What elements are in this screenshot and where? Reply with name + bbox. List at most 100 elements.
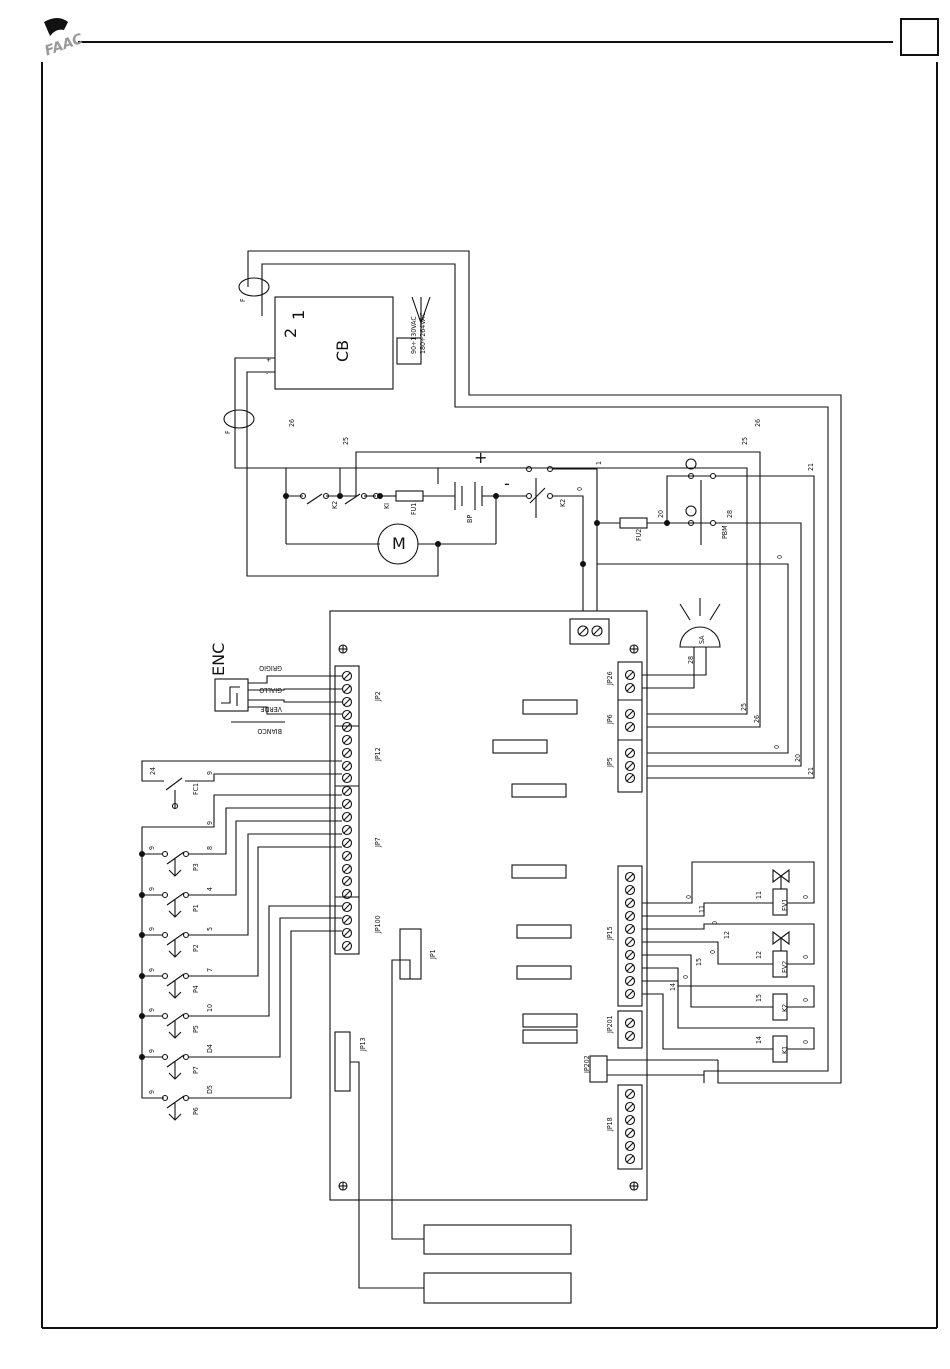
pb-common-number: 9: [148, 1049, 156, 1053]
right-screw-slot: [626, 951, 634, 959]
left-screw-slot: [343, 890, 351, 898]
pb-label: P3: [192, 863, 200, 871]
left-screw-slot: [343, 903, 351, 911]
wire-21-b: 21: [807, 767, 815, 775]
junction-dot: [139, 892, 145, 898]
encoder-enc: ENC GRIGIO GIALLO VERDE BIANCO: [209, 643, 342, 735]
fuse-f-bottom: [223, 409, 255, 429]
left-screw: [341, 901, 353, 913]
enc-label: ENC: [209, 643, 228, 676]
pb-wire-out: [188, 905, 342, 1017]
left-screw-slot: [343, 813, 351, 821]
wire-0-ev1: 0: [685, 895, 693, 899]
faac-logo: FAAC: [43, 18, 86, 60]
left-screw: [341, 696, 353, 708]
right-screw-slot: [626, 1129, 634, 1137]
pb-wire-out: [188, 833, 342, 936]
wire-28: 28: [726, 510, 734, 518]
right-screw: [624, 682, 636, 694]
right-screw-slot: [626, 684, 634, 692]
junction-dot: [139, 973, 145, 979]
right-screw: [624, 1140, 636, 1152]
right-screw-slot: [626, 749, 634, 757]
wire-verde: VERDE: [260, 705, 282, 713]
jp5-label: JP5: [606, 757, 614, 768]
battery-bp: [437, 468, 483, 510]
pb-common-number: 9: [148, 1008, 156, 1012]
pb-wire-number: 5: [206, 927, 214, 931]
pb-wire-number: 8: [206, 846, 214, 850]
pb-contact: [182, 1053, 190, 1061]
jp7-label: JP7: [374, 837, 382, 848]
motor-icon: [377, 523, 419, 565]
right-screw: [624, 897, 636, 909]
pb-contact: [182, 972, 190, 980]
f-label-top: F: [239, 298, 247, 302]
pb-actuator-icon: [168, 869, 182, 877]
right-screw: [624, 1017, 636, 1029]
wire-14: 14: [669, 983, 677, 991]
left-screw: [341, 670, 353, 682]
battery-minus: -: [504, 474, 510, 493]
outer-wires: [234, 250, 842, 1084]
pb-contact: [161, 1094, 169, 1102]
wire-25-c: 25: [740, 703, 748, 711]
bp-label: BP: [466, 515, 474, 523]
pb-wire-out: [188, 930, 342, 1099]
right-screw-slot: [626, 1116, 634, 1124]
wire-9: 9: [206, 821, 214, 825]
wire-26-a: 26: [288, 419, 296, 427]
pb-label: P6: [192, 1107, 200, 1115]
jp13-label: JP13: [359, 1037, 367, 1052]
k2-out-label: K2: [781, 1004, 789, 1012]
sa-label: SA: [698, 635, 706, 644]
left-screw: [341, 850, 353, 862]
pb-common-number: 9: [148, 927, 156, 931]
left-screw-slot: [343, 942, 351, 950]
wire-25-a: 25: [342, 437, 350, 445]
fc1-label: FC1: [192, 783, 200, 795]
pb-common-number: 9: [148, 1090, 156, 1094]
jp202-connector: [589, 1055, 608, 1083]
left-screw-slot: [343, 800, 351, 808]
fu1-label: FU1: [410, 503, 418, 515]
jp2-label: JP2: [374, 691, 382, 702]
right-screw: [624, 962, 636, 974]
voltage-2: 180÷264VAC: [419, 312, 427, 354]
left-screw: [341, 811, 353, 823]
right-screw-slot: [626, 671, 634, 679]
left-screw-slot: [343, 672, 351, 680]
ev2-label: EV2: [781, 961, 789, 973]
left-screw: [341, 785, 353, 797]
left-screw: [341, 734, 353, 746]
pb-contact: [182, 931, 190, 939]
pb-contact: [161, 931, 169, 939]
cb-name: CB: [333, 340, 352, 362]
fuse-f-top: [238, 277, 270, 297]
terminal-2-label: 2: [281, 328, 300, 338]
ev1-label: EV1: [781, 899, 789, 911]
pb-contact: [161, 972, 169, 980]
wire-numbers-jp5: 25 26 0 20 21: [740, 703, 815, 775]
wire-0-g: 0: [802, 998, 810, 1002]
wire-0-f: 0: [802, 955, 810, 959]
right-screw-slot: [626, 912, 634, 920]
wire-1: 1: [595, 461, 603, 465]
junction-dot: [139, 851, 145, 857]
left-screw-slot: [343, 762, 351, 770]
power-terminal: [569, 618, 610, 645]
pb-contact: [182, 1012, 190, 1020]
pb-contact: [182, 1094, 190, 1102]
left-screw: [341, 760, 353, 772]
left-screw: [341, 875, 353, 887]
pb-common-number: 9: [148, 887, 156, 891]
pb-label: P1: [192, 904, 200, 912]
left-screw: [341, 772, 353, 784]
pb-switch: [166, 851, 185, 865]
wire-12: 12: [723, 931, 731, 939]
k1-out-label: K1: [781, 1046, 789, 1054]
wire-15-b: 15: [755, 994, 763, 1002]
right-screw-slot: [626, 1142, 634, 1150]
